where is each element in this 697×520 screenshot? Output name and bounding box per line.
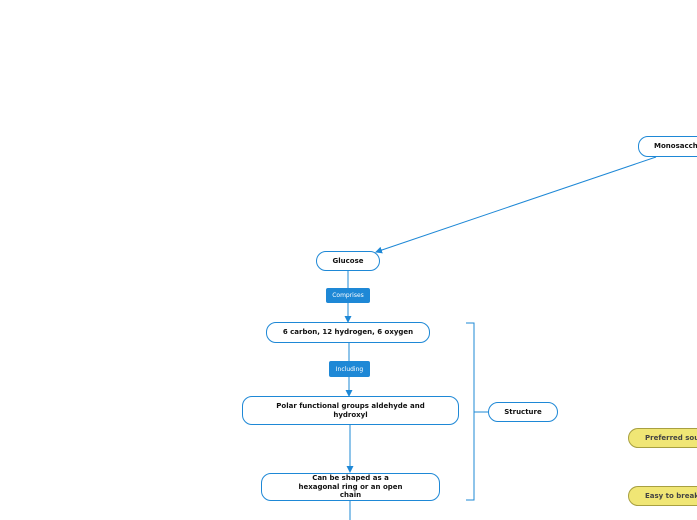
node-functional-groups[interactable]: Polar functional groups aldehyde and hyd… xyxy=(242,396,459,425)
label-including: Including xyxy=(329,361,370,377)
node-easy-to-break[interactable]: Easy to break xyxy=(628,486,697,506)
node-shape[interactable]: Can be shaped as a hexagonal ring or an … xyxy=(261,473,440,501)
node-structure[interactable]: Structure xyxy=(488,402,558,422)
node-glucose[interactable]: Glucose xyxy=(316,251,380,271)
connector-root-glucose xyxy=(375,156,657,254)
structure-bracket xyxy=(466,322,475,501)
node-monosaccharides[interactable]: Monosacch xyxy=(638,136,697,157)
node-preferred-source[interactable]: Preferred sou xyxy=(628,428,697,448)
label-comprises: Comprises xyxy=(326,288,370,303)
node-composition[interactable]: 6 carbon, 12 hydrogen, 6 oxygen xyxy=(266,322,430,343)
